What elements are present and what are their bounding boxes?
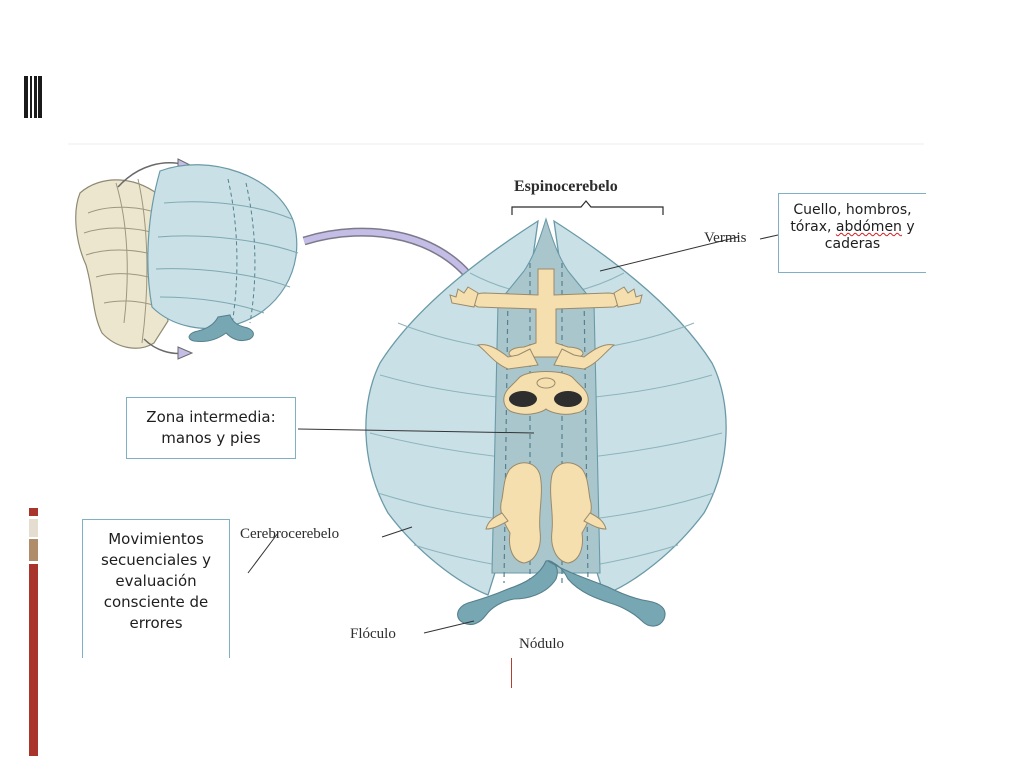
main-cerebellum <box>365 200 727 627</box>
label-cerebrocerebelo: Cerebrocerebelo <box>240 526 340 542</box>
callout-line: Zona intermedia: <box>146 408 276 426</box>
callout-line: manos y pies <box>161 429 261 447</box>
callout-line: Movimientos <box>108 530 204 548</box>
slide-bars-icon <box>24 76 42 118</box>
label-nodulo: Nódulo <box>519 636 564 652</box>
slide-accent-bars <box>29 508 38 756</box>
callout-line: evaluación <box>115 572 197 590</box>
callout-line: secuenciales y <box>101 551 211 569</box>
label-vermis: Vermis <box>704 230 747 246</box>
callout-movimientos-box: Movimientos secuenciales y evaluación co… <box>82 519 230 658</box>
cerebellum-illustration <box>68 143 924 634</box>
label-floculo: Flóculo <box>350 626 396 642</box>
mini-cerebellum <box>147 164 299 342</box>
callout-line: errores <box>129 614 183 632</box>
callout-line: caderas <box>824 236 881 252</box>
callout-line: consciente de <box>103 593 209 611</box>
cerebellum-figure: Espinocerebelo Vermis Cerebrocerebelo Fl… <box>68 143 926 658</box>
callout-vermis-box: Cuello, hombros, tórax, abdómen y cadera… <box>778 193 926 273</box>
callout-line: tórax, abdómen y <box>790 219 915 235</box>
callout-intermedia-box: Zona intermedia: manos y pies <box>126 397 296 459</box>
divider-line <box>511 658 512 688</box>
callout-line: Cuello, hombros, <box>793 202 912 218</box>
label-espinocerebelo: Espinocerebelo <box>514 178 618 195</box>
